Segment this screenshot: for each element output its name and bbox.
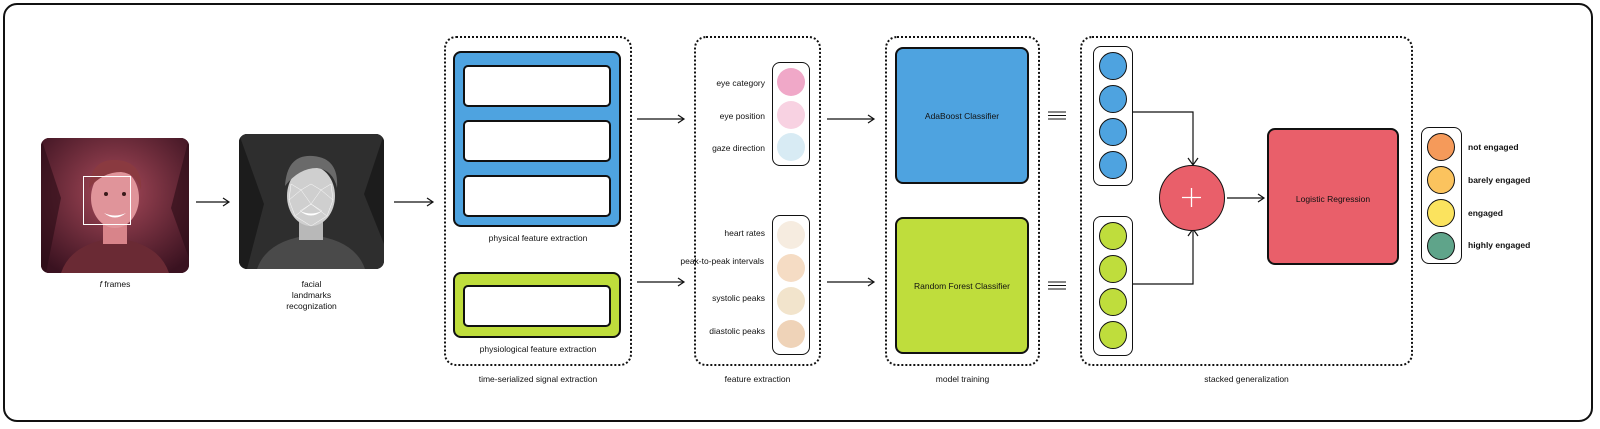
- output-label: highly engaged: [1468, 240, 1531, 250]
- physiological-caption: physiological feature extraction: [479, 344, 597, 354]
- physical-slot: [463, 175, 611, 217]
- face-photo-landmarks: [239, 134, 384, 269]
- logistic-regression-label: Logistic Regression: [1295, 194, 1371, 204]
- face-illustration-red: [41, 138, 189, 273]
- face-detection-box: [83, 176, 131, 225]
- eye-category-circle: [777, 68, 805, 96]
- landmarks-caption: facial landmarks recognization: [286, 279, 337, 311]
- physiological-slot: [463, 285, 611, 327]
- face-photo-red: [41, 138, 189, 273]
- feature-label: diastolic peaks: [709, 326, 765, 336]
- feature-label: peak-to-peak intervals: [680, 256, 764, 266]
- arrow-to-adaboost: [827, 114, 876, 124]
- feature-extraction-caption: feature extraction: [724, 374, 791, 384]
- output-label: not engaged: [1468, 142, 1519, 152]
- blue-circle: [1099, 85, 1127, 113]
- highly-engaged-circle: [1427, 232, 1455, 260]
- aggregation-node: [1159, 165, 1225, 231]
- engaged-circle: [1427, 199, 1455, 227]
- signal-extraction-caption: time-serialized signal extraction: [478, 374, 598, 384]
- arrow-to-random-forest: [827, 277, 876, 287]
- arrow-physical: [637, 114, 686, 124]
- barely-engaged-circle: [1427, 166, 1455, 194]
- systolic-peaks-circle: [777, 287, 805, 315]
- green-circle: [1099, 288, 1127, 316]
- physical-slot: [463, 120, 611, 162]
- heart-rates-circle: [777, 221, 805, 249]
- arrow-physiological: [637, 277, 686, 287]
- random-forest-label: Random Forest Classifier: [914, 280, 1010, 291]
- eye-position-circle: [777, 101, 805, 129]
- blue-circle: [1099, 52, 1127, 80]
- model-training-caption: model training: [935, 374, 990, 384]
- stacked-generalization-caption: stacked generalization: [1204, 374, 1289, 384]
- green-circle: [1099, 222, 1127, 250]
- output-label: barely engaged: [1468, 175, 1531, 185]
- peak-intervals-circle: [777, 254, 805, 282]
- arrow-2: [394, 197, 435, 207]
- gaze-direction-circle: [777, 133, 805, 161]
- blue-circle: [1099, 151, 1127, 179]
- plus-icon: [1182, 188, 1201, 207]
- physical-slot: [463, 65, 611, 107]
- feature-label: eye category: [716, 78, 765, 88]
- physical-caption: physical feature extraction: [488, 233, 588, 243]
- feature-label: heart rates: [724, 228, 765, 238]
- adaboost-block: AdaBoost Classifier: [895, 47, 1029, 184]
- not-engaged-circle: [1427, 133, 1455, 161]
- random-forest-block: Random Forest Classifier: [895, 217, 1029, 354]
- blue-circle: [1099, 118, 1127, 146]
- feature-label: gaze direction: [712, 143, 765, 153]
- equivalence-icon: [1048, 111, 1066, 120]
- adaboost-label: AdaBoost Classifier: [924, 110, 1000, 121]
- feature-extraction-group: [694, 36, 821, 366]
- equivalence-icon: [1048, 281, 1066, 290]
- model-training-group: [885, 36, 1040, 366]
- feature-label: eye position: [719, 111, 765, 121]
- face-illustration-gray: [239, 134, 384, 269]
- arrow-1: [196, 197, 231, 207]
- feature-label: systolic peaks: [712, 293, 765, 303]
- logistic-regression-block: Logistic Regression: [1267, 128, 1399, 265]
- green-circle: [1099, 321, 1127, 349]
- frames-caption: f frames: [99, 279, 131, 289]
- output-label: engaged: [1468, 208, 1503, 218]
- signal-extraction-group: [444, 36, 632, 366]
- stacked-generalization-group: [1080, 36, 1413, 366]
- green-circle: [1099, 255, 1127, 283]
- diastolic-peaks-circle: [777, 320, 805, 348]
